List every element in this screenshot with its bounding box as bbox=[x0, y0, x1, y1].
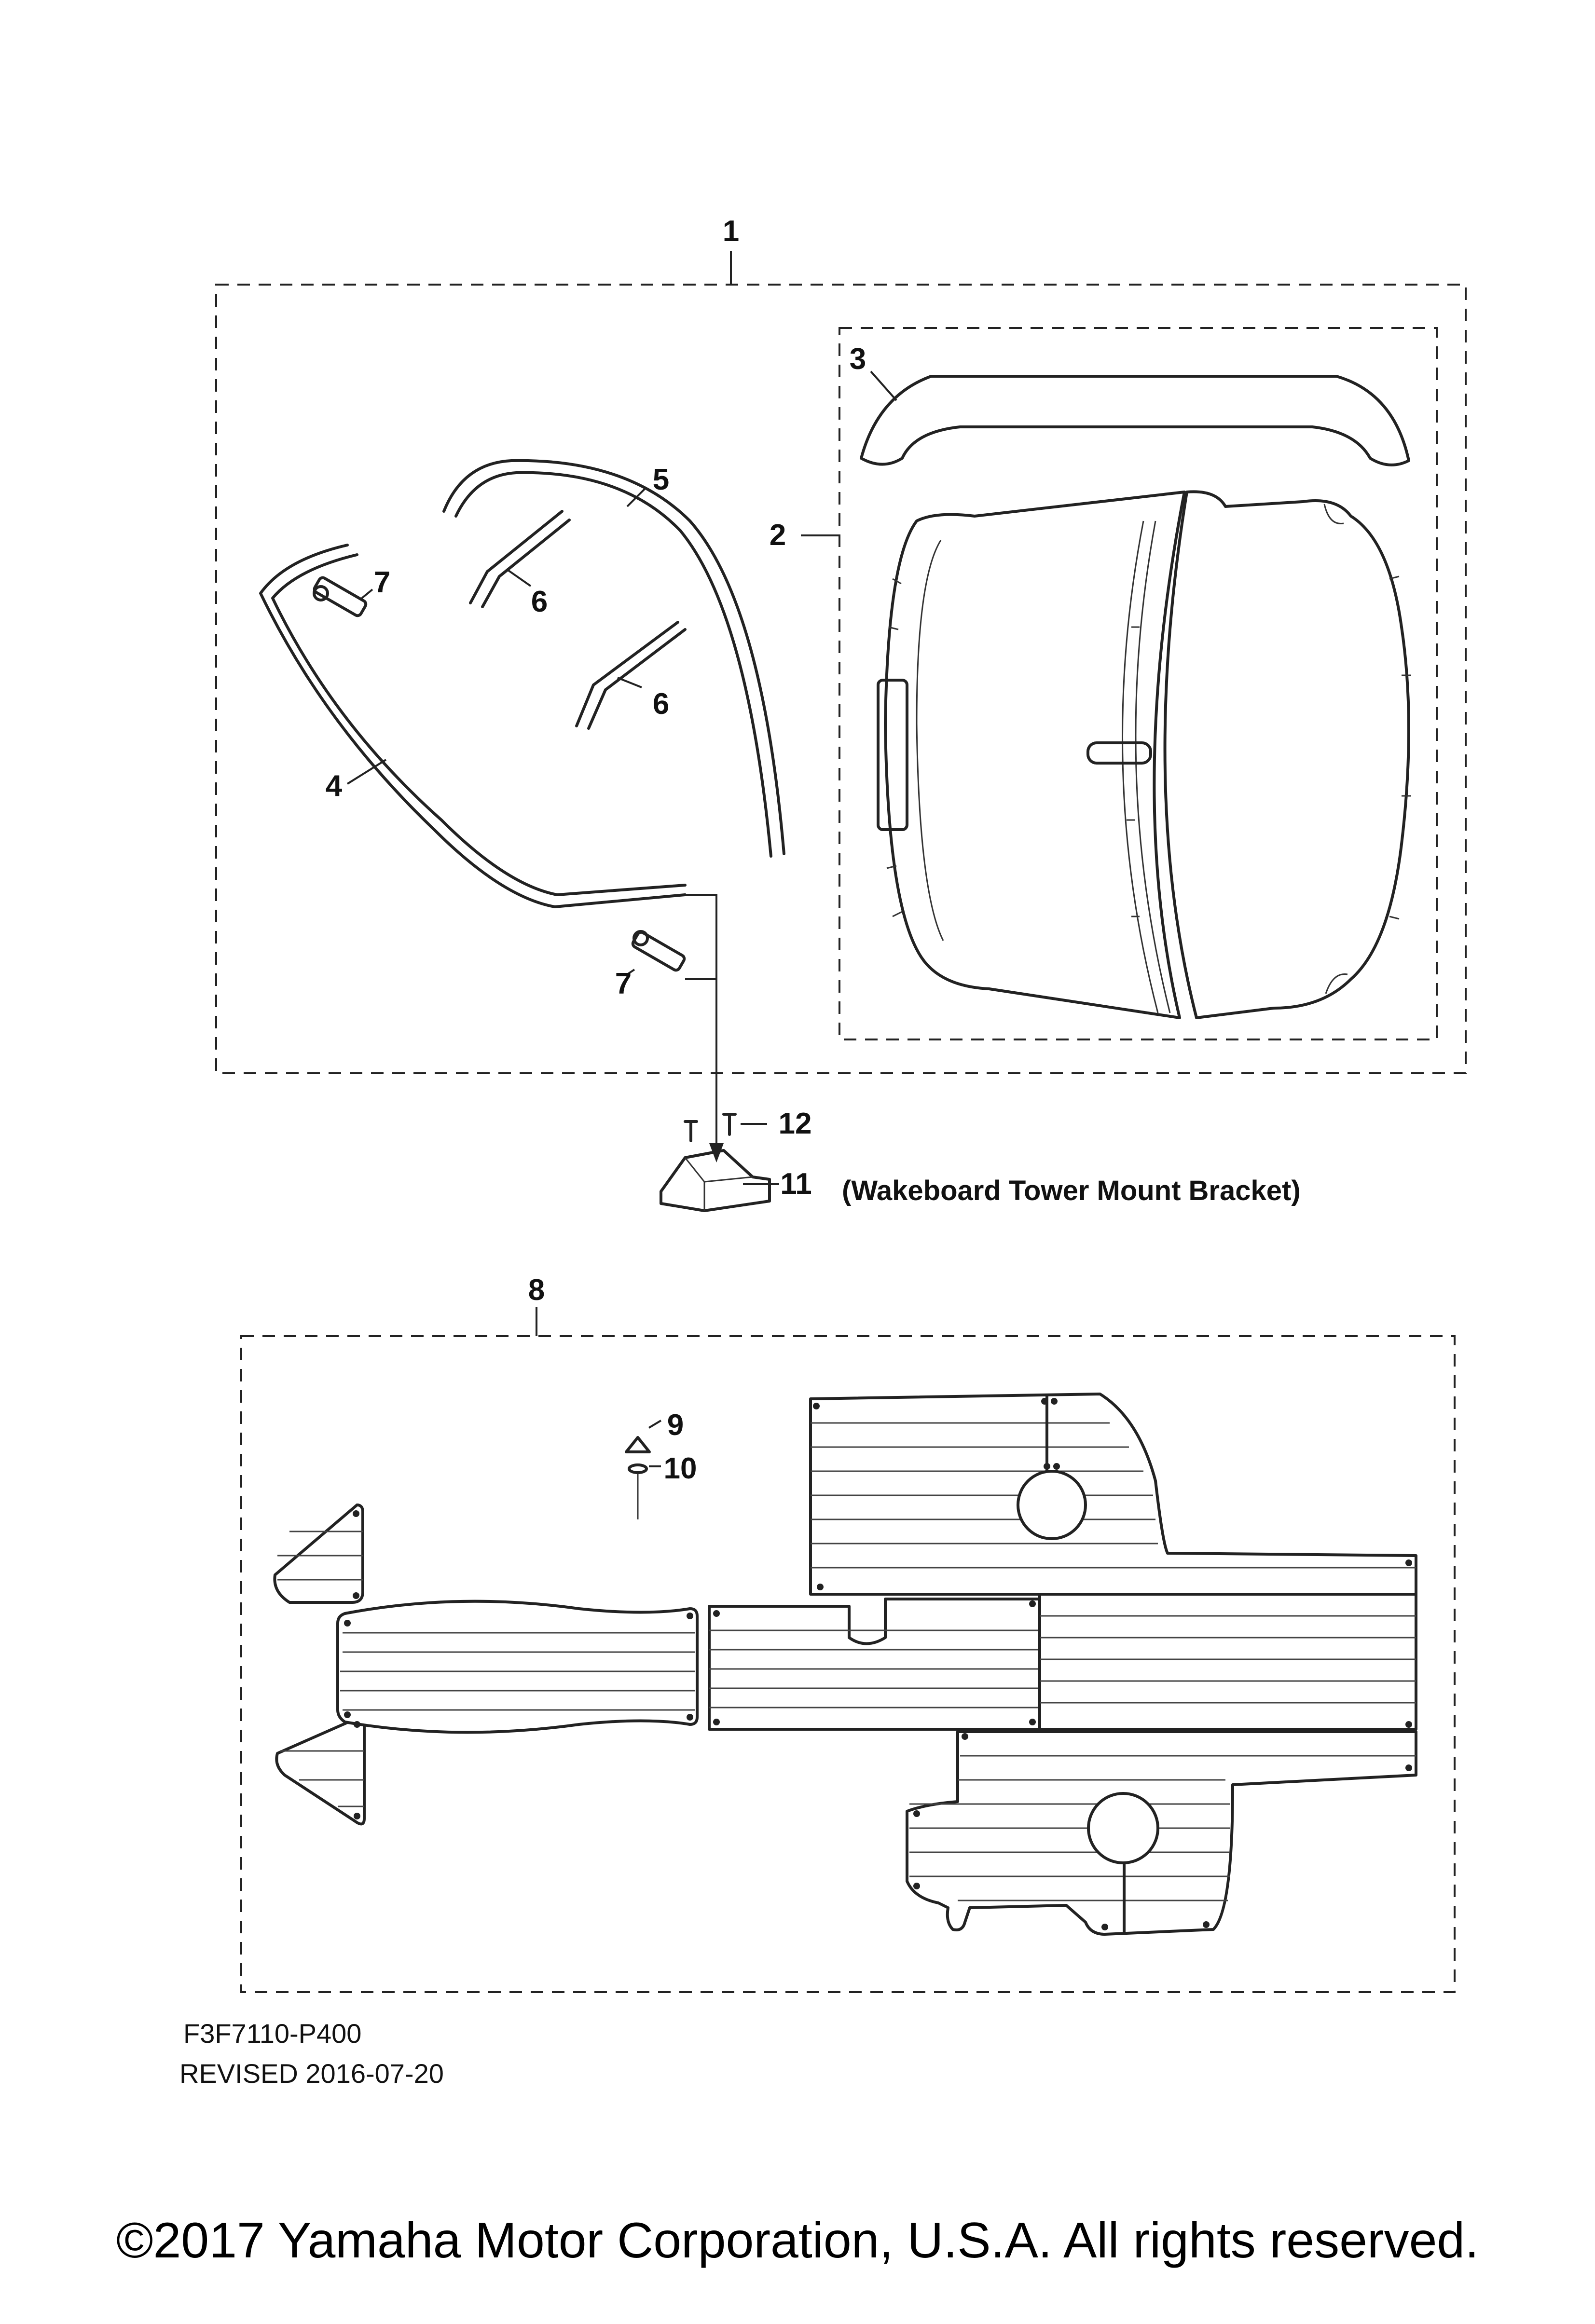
callout-8: 8 bbox=[528, 1273, 545, 1307]
mat-bow-triangle-lower bbox=[275, 1716, 366, 1826]
callout-10: 10 bbox=[664, 1452, 697, 1485]
callout-7a: 7 bbox=[374, 566, 390, 599]
callout-5: 5 bbox=[653, 463, 669, 496]
callout-7b: 7 bbox=[615, 967, 632, 1000]
bracket-note: (Wakeboard Tower Mount Bracket) bbox=[842, 1175, 1301, 1206]
callout-4: 4 bbox=[326, 769, 343, 803]
part-12-screw: 12 bbox=[684, 1107, 812, 1142]
part-11-mount-bracket: 11 (Wakeboard Tower Mount Bracket) bbox=[660, 1149, 1301, 1212]
callout-6b: 6 bbox=[653, 687, 669, 721]
mat-rear-upper-pad bbox=[809, 1393, 1417, 1596]
callout-1: 1 bbox=[723, 215, 739, 248]
group-8-boundary bbox=[240, 1335, 1456, 1993]
part-9-snap: 9 bbox=[625, 1408, 684, 1453]
mat-snap-dots bbox=[344, 1398, 1412, 1930]
part-5-rear-tube: 5 bbox=[442, 459, 785, 858]
group-1-tower-kit: 1 2 3 bbox=[215, 215, 1467, 1162]
copyright-notice: ©2017 Yamaha Motor Corporation, U.S.A. A… bbox=[116, 2213, 1479, 2269]
revised-date: REVISED 2016-07-20 bbox=[179, 2058, 444, 2089]
callout-11: 11 bbox=[780, 1167, 812, 1201]
group-8-mat-kit: 8 9 10 bbox=[240, 1273, 1456, 1993]
callout-3: 3 bbox=[850, 342, 866, 376]
mat-bow-triangle-upper bbox=[273, 1504, 364, 1604]
callout-2: 2 bbox=[770, 519, 786, 552]
part-6-strut-lower: 6 bbox=[575, 621, 687, 730]
part-3-shade-cover: 3 bbox=[850, 342, 1410, 466]
part-6-strut-upper: 6 bbox=[469, 510, 571, 618]
mat-rear-side-pad bbox=[1038, 1593, 1417, 1731]
mat-mid-pad bbox=[708, 1598, 1041, 1731]
part-2-bimini-canvas bbox=[877, 490, 1411, 1019]
part-4-frame-tube: 4 bbox=[259, 544, 687, 908]
callout-9: 9 bbox=[667, 1408, 684, 1442]
mat-center-pad bbox=[336, 1599, 699, 1734]
part-7-hinge-lower: 7 bbox=[615, 930, 686, 1000]
part-10-screw: 10 bbox=[628, 1452, 697, 1519]
mat-rear-lower-pad bbox=[906, 1730, 1417, 1936]
part-7-hinge-upper: 7 bbox=[313, 566, 390, 617]
drawing-code: F3F7110-P400 bbox=[183, 2018, 361, 2049]
callout-12: 12 bbox=[779, 1107, 812, 1140]
callout-6a: 6 bbox=[531, 585, 548, 618]
group-1-boundary bbox=[215, 284, 1467, 1074]
group-2-boundary bbox=[839, 327, 1438, 1040]
